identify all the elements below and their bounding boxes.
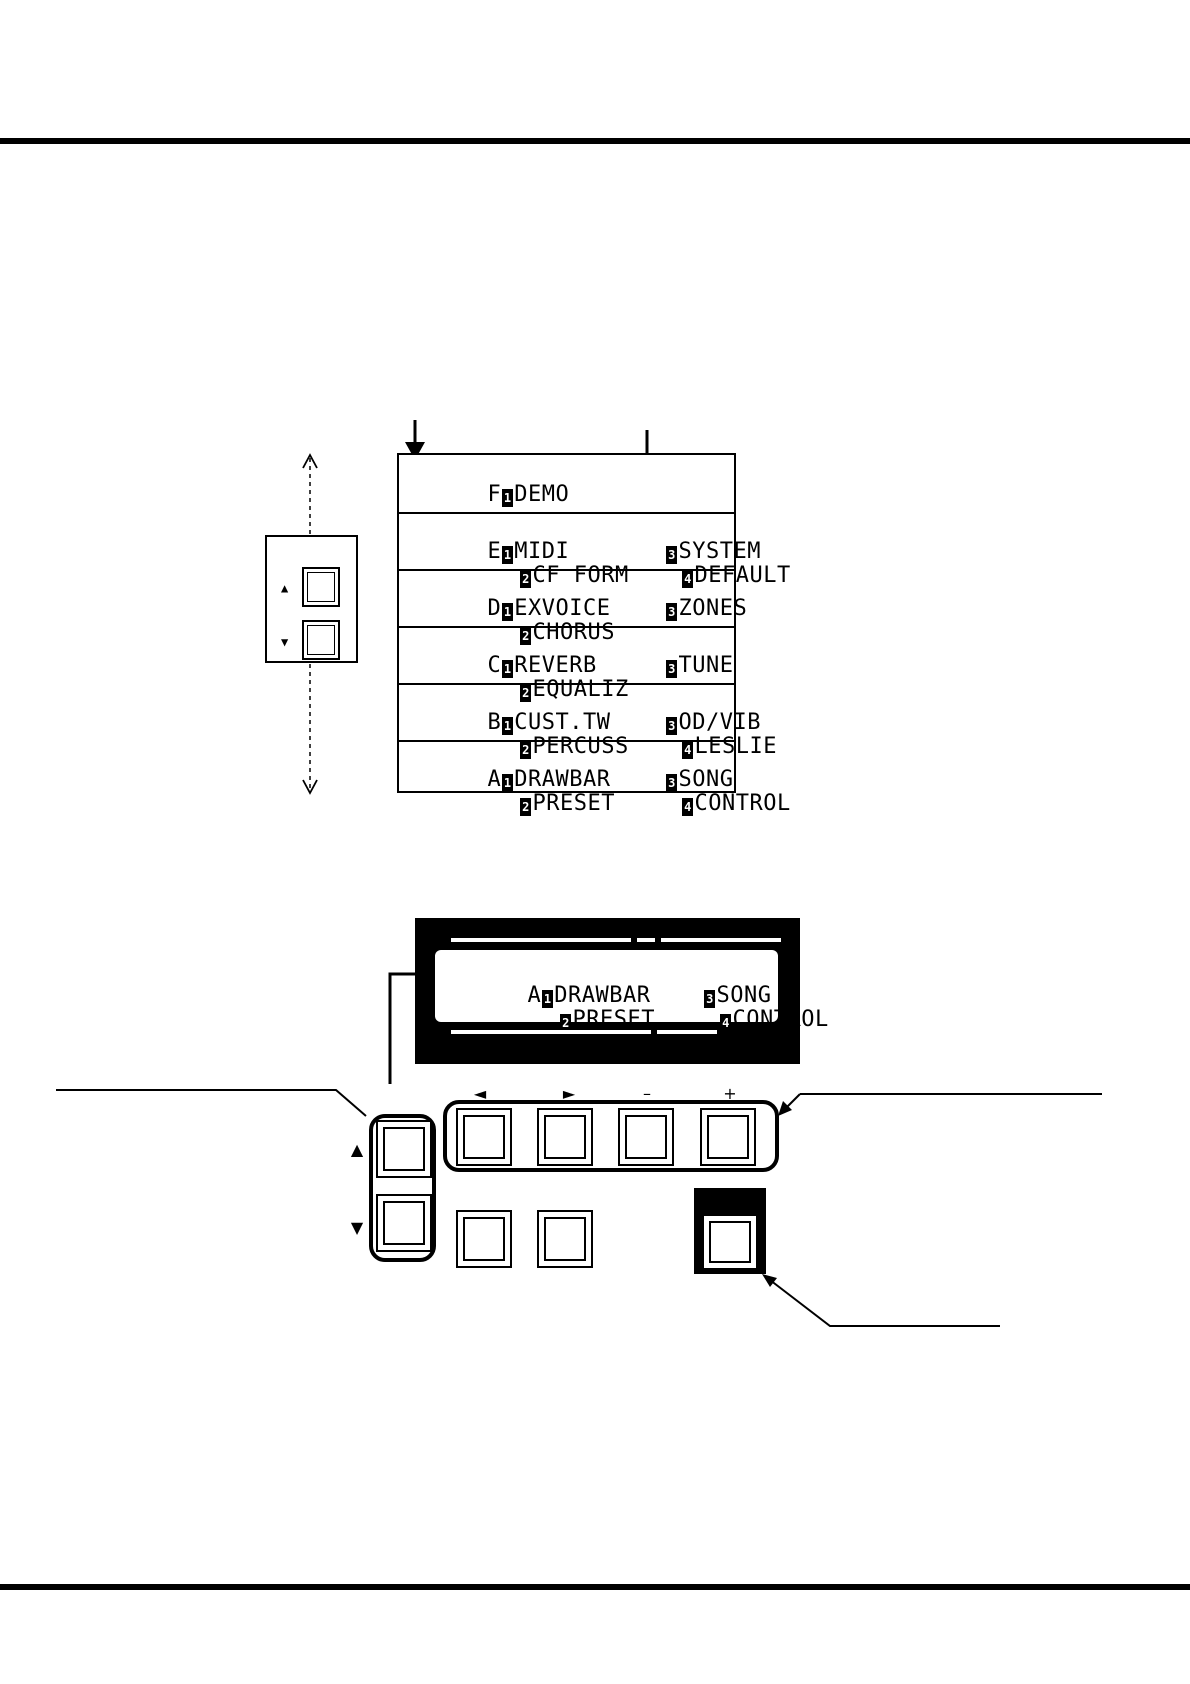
page-letter: C <box>487 653 502 678</box>
cursor-left-icon: ◄ <box>473 1084 487 1103</box>
menu-item-cust-tw[interactable]: CUST.TW <box>514 710 611 735</box>
number-key-icon: 1 <box>502 774 514 792</box>
number-key-icon: 1 <box>542 990 554 1008</box>
up-triangle-icon: ▲ <box>350 1140 364 1159</box>
menu-item-preset[interactable]: PRESET <box>532 791 615 816</box>
menu-item-song[interactable]: SONG <box>678 767 734 792</box>
number-key-icon: 4 <box>682 798 694 816</box>
menu-item-percuss[interactable]: PERCUSS <box>532 734 629 759</box>
number-key-icon: 2 <box>520 741 532 759</box>
lcd-item-drawbar: DRAWBAR <box>554 983 651 1008</box>
number-key-icon: 3 <box>666 717 678 735</box>
panel-button[interactable] <box>537 1210 593 1268</box>
menu-item-cf-form[interactable]: CF FORM <box>532 563 629 588</box>
number-key-icon: 4 <box>682 570 694 588</box>
arrow-icon <box>405 420 425 460</box>
up-triangle-icon: ▲ <box>281 581 289 595</box>
menu-item-drawbar[interactable]: DRAWBAR <box>514 767 611 792</box>
page-select-box: ▲ ▼ <box>265 535 358 663</box>
top-rule <box>0 138 1190 144</box>
menu-item-od-vib[interactable]: OD/VIB <box>678 710 761 735</box>
number-key-icon: 1 <box>502 546 514 564</box>
page-down-button[interactable] <box>376 1194 432 1252</box>
number-key-icon: 2 <box>520 684 532 702</box>
number-key-icon: 2 <box>520 570 532 588</box>
number-key-icon: 4 <box>720 1014 732 1032</box>
menu-item-chorus[interactable]: CHORUS <box>532 620 615 645</box>
plus-icon: + <box>723 1084 737 1103</box>
page-scroll-arrows <box>302 453 318 795</box>
menu-item-midi[interactable]: MIDI <box>514 539 570 564</box>
menu-item-leslie[interactable]: LESLIE <box>694 734 777 759</box>
menu-item-tune[interactable]: TUNE <box>678 653 734 678</box>
lcd-item-preset: PRESET <box>572 1007 655 1032</box>
page-down-button[interactable] <box>302 620 340 660</box>
cursor-right-button[interactable] <box>537 1108 593 1166</box>
exit-button[interactable] <box>702 1214 758 1270</box>
number-key-icon: 1 <box>502 489 514 507</box>
page-button-group <box>369 1114 436 1262</box>
number-key-icon: 1 <box>502 717 514 735</box>
callout-lines <box>56 972 1102 1327</box>
number-key-icon: 3 <box>666 603 678 621</box>
down-triangle-icon: ▼ <box>350 1218 364 1237</box>
page-letter: F <box>487 482 502 507</box>
cursor-left-button[interactable] <box>456 1108 512 1166</box>
bottom-rule <box>0 1584 1190 1590</box>
number-key-icon: 2 <box>520 627 532 645</box>
cursor-right-icon: ► <box>562 1084 576 1103</box>
value-minus-button[interactable] <box>618 1108 674 1166</box>
number-key-icon: 3 <box>666 660 678 678</box>
lcd-item-control: CONTROL <box>732 1007 829 1032</box>
menu-item-system[interactable]: SYSTEM <box>678 539 761 564</box>
lcd-page-letter: A <box>527 983 542 1008</box>
lcd-item-song: SONG <box>716 983 772 1008</box>
minus-icon: – <box>643 1084 651 1103</box>
page-up-button[interactable] <box>302 567 340 607</box>
number-key-icon: 1 <box>502 660 514 678</box>
menu-item-control[interactable]: CONTROL <box>694 791 791 816</box>
value-plus-button[interactable] <box>700 1108 756 1166</box>
menu-item-reverb[interactable]: REVERB <box>514 653 597 678</box>
menu-item-exvoice[interactable]: EXVOICE <box>514 596 611 621</box>
number-key-icon: 2 <box>520 798 532 816</box>
page-up-button[interactable] <box>376 1120 432 1178</box>
menu-item-equaliz[interactable]: EQUALIZ <box>532 677 629 702</box>
panel-button[interactable] <box>456 1210 512 1268</box>
cursor-value-button-group <box>443 1100 779 1172</box>
number-key-icon: 3 <box>666 546 678 564</box>
number-key-icon: 2 <box>560 1014 572 1032</box>
number-key-icon: 1 <box>502 603 514 621</box>
menu-item-zones[interactable]: ZONES <box>678 596 748 621</box>
number-key-icon: 4 <box>682 741 694 759</box>
menu-item-demo[interactable]: DEMO <box>514 482 570 507</box>
page-letter: A <box>487 767 502 792</box>
number-key-icon: 3 <box>666 774 678 792</box>
down-triangle-icon: ▼ <box>281 635 289 649</box>
page-letter: E <box>487 539 502 564</box>
page-letter: B <box>487 710 502 735</box>
number-key-icon: 3 <box>704 990 716 1008</box>
page-letter: D <box>487 596 502 621</box>
menu-item-default[interactable]: DEFAULT <box>694 563 791 588</box>
